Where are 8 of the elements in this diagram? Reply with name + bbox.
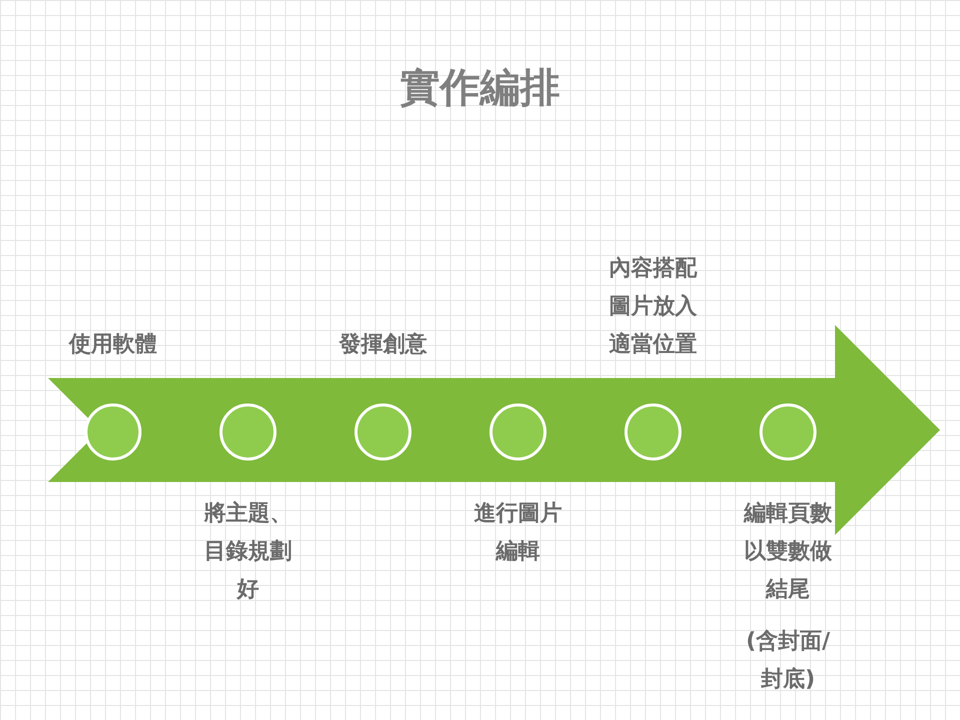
step-caption: 進行圖片編輯: [473, 500, 563, 566]
step-caption: 編輯頁數以雙數做結尾: [742, 500, 833, 604]
step-caption: 使用軟體: [68, 331, 158, 359]
step-caption: 將主題、目錄規劃好: [202, 500, 293, 604]
step-caption: 發揮創意: [338, 331, 428, 359]
title: 實作編排: [400, 65, 560, 111]
step-caption: (含封面/封底): [744, 628, 832, 694]
step-caption: 內容搭配圖片放入適當位置: [608, 254, 698, 359]
